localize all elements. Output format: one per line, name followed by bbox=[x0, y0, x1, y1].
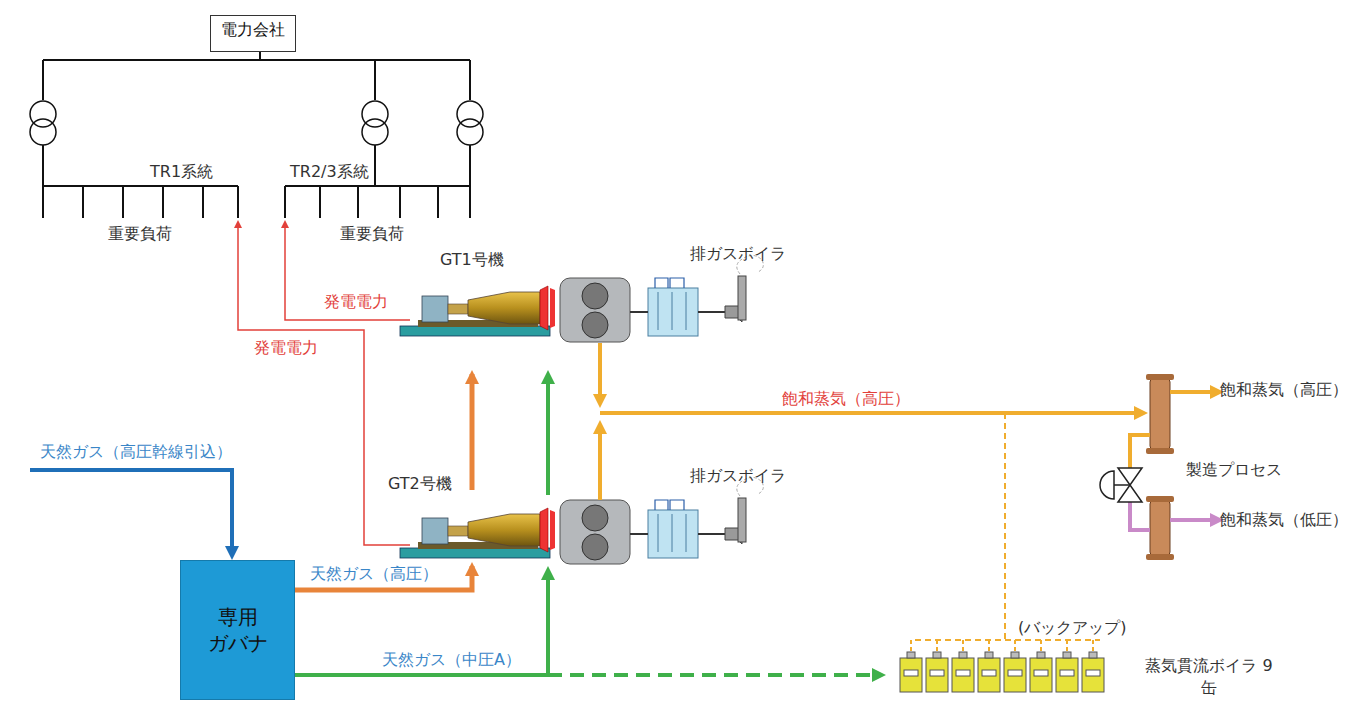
diagram-label: TR2/3系統 bbox=[290, 162, 369, 181]
diagram-label: 排ガスボイラ bbox=[690, 466, 786, 485]
diagram-label: 製造プロセス bbox=[1186, 460, 1282, 479]
governor-box: 専用 ガバナ bbox=[180, 560, 295, 700]
diagram-label: 発電電力 bbox=[252, 338, 320, 357]
diagram-label: 発電電力 bbox=[322, 292, 390, 311]
node-text: 専用 ガバナ bbox=[207, 604, 269, 656]
diagram-label: 飽和蒸気（高圧） bbox=[1220, 380, 1348, 399]
diagram-label: 天然ガス（中圧A） bbox=[382, 650, 521, 669]
diagram-label: 重要負荷 bbox=[340, 224, 404, 243]
diagram-label: 天然ガス（高圧幹線引込） bbox=[40, 442, 232, 461]
diagram-label: 飽和蒸気（低圧） bbox=[1220, 510, 1348, 529]
diagram-label: TR1系統 bbox=[150, 162, 213, 181]
diagram-label: (バックアップ) bbox=[1018, 618, 1126, 637]
node-text: 電力会社 bbox=[221, 20, 285, 41]
utility-box: 電力会社 bbox=[210, 15, 296, 52]
diagram-label: 飽和蒸気（高圧） bbox=[780, 389, 912, 408]
diagram-label: 天然ガス（高圧） bbox=[310, 564, 438, 583]
diagram-label: GT2号機 bbox=[388, 474, 452, 493]
diagram-label: 排ガスボイラ bbox=[690, 244, 786, 263]
diagram-label: 重要負荷 bbox=[108, 224, 172, 243]
diagram-label: GT1号機 bbox=[440, 250, 504, 269]
diagram-label: 蒸気貫流ボイラ 9缶 bbox=[1140, 655, 1278, 698]
